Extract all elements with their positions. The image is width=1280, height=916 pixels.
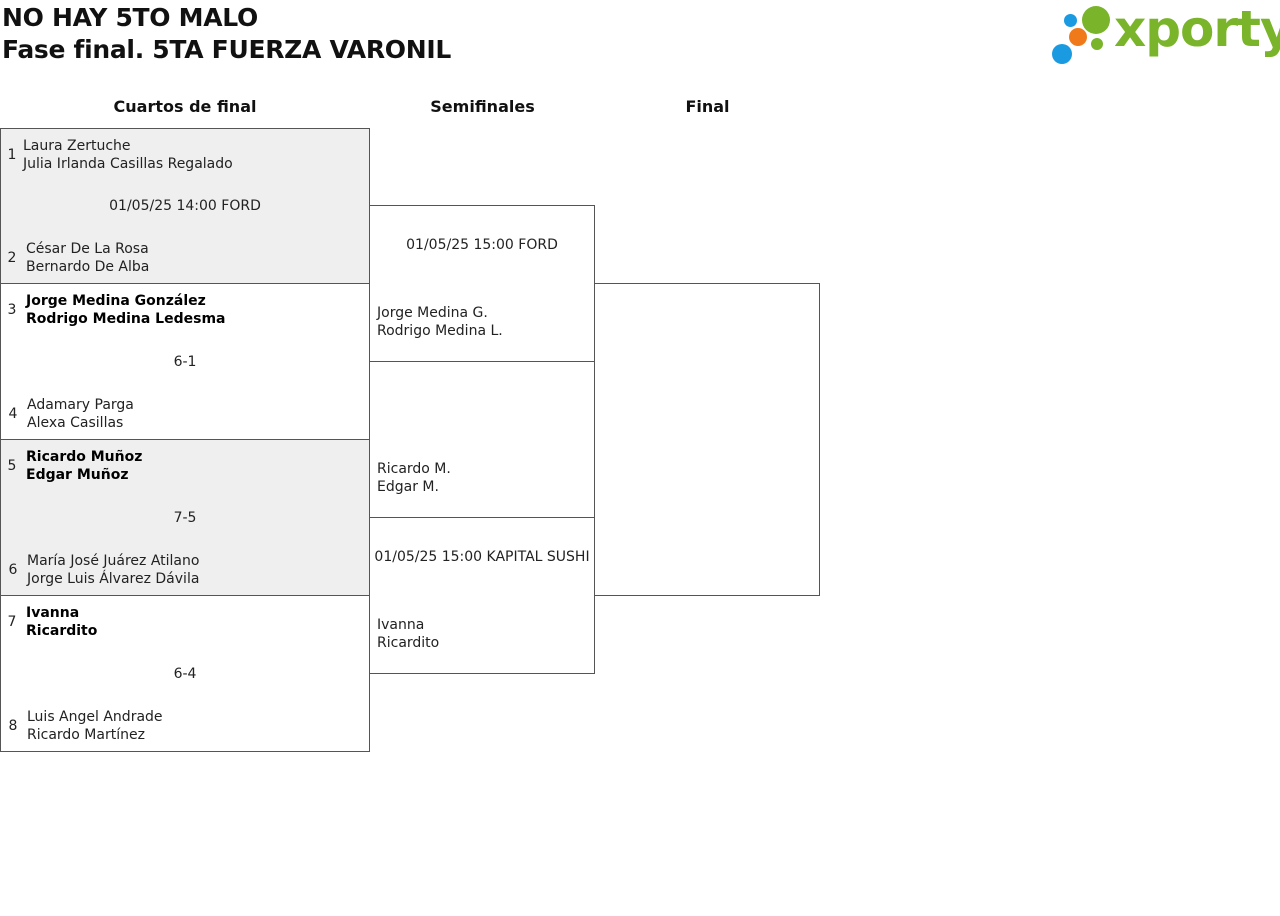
team-slot: 3 Jorge Medina González Rodrigo Medina L… [1,292,226,328]
logo-dot-orange [1069,28,1087,46]
seed-number: 5 [7,458,17,474]
round-label-semifinals: Semifinales [430,97,535,116]
team-names: Adamary Parga Alexa Casillas [27,396,134,432]
seed-number: 2 [7,250,17,266]
player-name: Rodrigo Medina Ledesma [26,311,226,327]
quarterfinal-match-4[interactable]: 7 Ivanna Ricardito 6-4 8 Luis Angel Andr… [0,595,370,752]
player-name: Ivanna [377,617,425,633]
quarterfinal-match-3[interactable]: 5 Ricardo Muñoz Edgar Muñoz 7-5 6 María … [0,439,370,596]
seed-number: 6 [8,562,18,578]
logo-dot-blue [1064,14,1077,27]
match-score: 6-1 [173,354,197,370]
team-slot: 4 Adamary Parga Alexa Casillas [1,396,134,432]
player-name: Ricardo M. [377,461,451,477]
player-name: Bernardo De Alba [26,259,150,275]
final-match[interactable] [594,283,820,596]
team-slot: 5 Ricardo Muñoz Edgar Muñoz [1,448,143,484]
team-names-winner: Ivanna Ricardito [26,604,97,640]
team-names: María José Juárez Atilano Jorge Luis Álv… [27,552,199,588]
team-names: César De La Rosa Bernardo De Alba [26,240,149,276]
semifinal-team: Ivanna Ricardito [377,616,439,652]
team-slot: 2 César De La Rosa Bernardo De Alba [1,240,150,276]
player-name: Ricardo Martínez [27,727,145,743]
match-schedule: 01/05/25 14:00 FORD [109,198,261,214]
match-schedule: 01/05/25 15:00 FORD [406,237,558,253]
semifinal-team: Ricardo M. Edgar M. [377,460,451,496]
match-score: 6-4 [173,666,197,682]
match-score: 7-5 [173,510,197,526]
team-slot: 8 Luis Angel Andrade Ricardo Martínez [1,708,163,744]
team-names: Laura Zertuche Julia Irlanda Casillas Re… [23,137,233,173]
player-name: Edgar M. [377,479,439,495]
player-name: Jorge Medina G. [377,305,488,321]
seed-number: 3 [7,302,17,318]
quarterfinal-match-1[interactable]: 1 Laura Zertuche Julia Irlanda Casillas … [0,128,370,284]
player-name: Ricardito [377,635,440,651]
page-subtitle: Fase final. 5TA FUERZA VARONIL [2,35,452,64]
quarterfinal-match-2[interactable]: 3 Jorge Medina González Rodrigo Medina L… [0,283,370,440]
semifinal-match-2[interactable]: 01/05/25 15:00 KAPITAL SUSHI [369,517,595,674]
player-name: Alexa Casillas [27,415,124,431]
match-schedule: 01/05/25 15:00 KAPITAL SUSHI [374,549,590,565]
player-name: Laura Zertuche [23,138,131,154]
player-name: Adamary Parga [27,397,134,413]
team-slot: 1 Laura Zertuche Julia Irlanda Casillas … [1,137,233,173]
seed-number: 4 [8,406,18,422]
round-label-final: Final [685,97,730,116]
player-name: Julia Irlanda Casillas Regalado [23,156,233,172]
player-name: Rodrigo Medina L. [377,323,503,339]
round-label-quarterfinals: Cuartos de final [113,97,257,116]
player-name: Ricardo Muñoz [26,449,143,465]
logo-dot-blue-large [1052,44,1072,64]
team-slot: 6 María José Juárez Atilano Jorge Luis Á… [1,552,200,588]
player-name: Jorge Medina González [26,293,206,309]
player-name: César De La Rosa [26,241,149,257]
team-names-winner: Jorge Medina González Rodrigo Medina Led… [26,292,225,328]
semifinal-match-1[interactable]: 01/05/25 15:00 FORD [369,205,595,362]
page-title: NO HAY 5TO MALO [2,3,258,32]
player-name: Ivanna [26,605,80,621]
team-names-winner: Ricardo Muñoz Edgar Muñoz [26,448,142,484]
player-name: Jorge Luis Álvarez Dávila [27,571,200,587]
team-slot: 7 Ivanna Ricardito [1,604,98,640]
semifinal-team: Jorge Medina G. Rodrigo Medina L. [377,304,503,340]
team-names: Luis Angel Andrade Ricardo Martínez [27,708,163,744]
player-name: María José Juárez Atilano [27,553,200,569]
seed-number: 1 [7,147,17,163]
logo-wordmark: xporty [1114,0,1280,58]
seed-number: 8 [8,718,18,734]
player-name: Edgar Muñoz [26,467,129,483]
player-name: Ricardito [26,623,98,639]
player-name: Luis Angel Andrade [27,709,163,725]
xporty-logo[interactable]: xporty [1050,0,1280,66]
logo-dot-green-small [1091,38,1103,50]
logo-dot-green [1082,6,1110,34]
seed-number: 7 [7,614,17,630]
